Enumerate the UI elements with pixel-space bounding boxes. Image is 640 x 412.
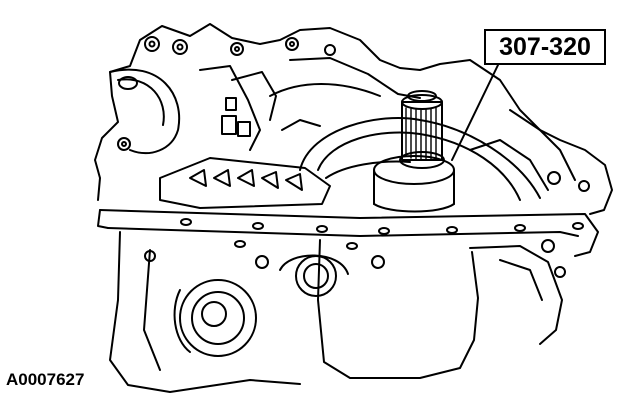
callout-leader: [451, 64, 499, 161]
bore-rim: [299, 117, 541, 199]
tool-callout-label: 307-320: [484, 29, 606, 65]
lower-case-outline: [109, 231, 301, 393]
pan-rail-outer: [99, 209, 599, 257]
output-bore: [179, 279, 257, 357]
figure-id: A0007627: [6, 370, 85, 389]
bell-housing-curve: [109, 68, 181, 155]
pan-rail-inner: [107, 227, 579, 237]
bracket: [159, 157, 331, 209]
upper-housing-outline: [94, 23, 613, 215]
flange-bolt-holes: [180, 218, 584, 250]
